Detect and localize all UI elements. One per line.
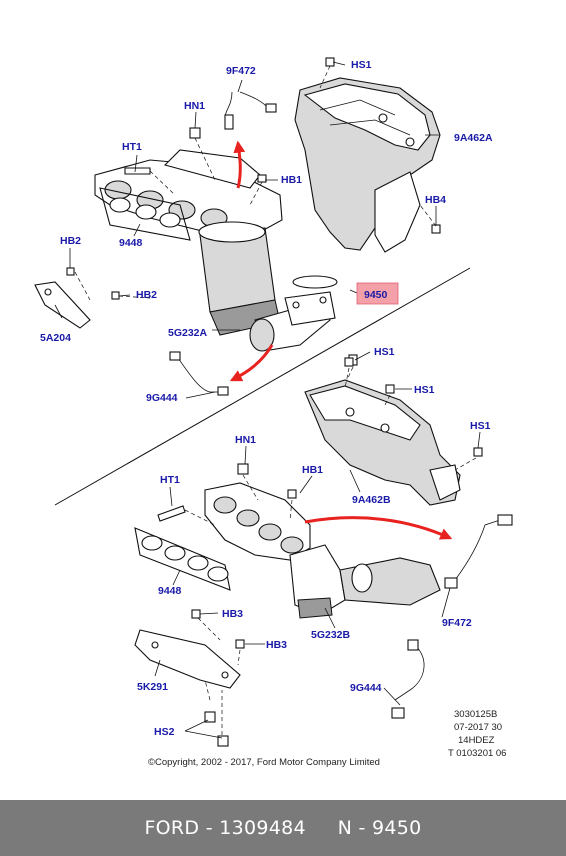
catalytic-converter-upper: [198, 221, 281, 336]
footer-gap: [306, 817, 338, 839]
fasteners-upper: [66, 57, 441, 366]
gasket-lower: [134, 527, 231, 591]
label-hb3: HB3: [266, 639, 287, 651]
exploded-parts-diagram: HS1 9F472 HN1 9A462A HT1 HB1 9448 HB4 HB…: [34, 57, 513, 768]
label-hn1: HN1: [235, 434, 256, 446]
drawing-model: 14HDEZ: [458, 735, 495, 746]
label-ht1: HT1: [160, 474, 180, 486]
label-5g232a: 5G232A: [168, 327, 208, 339]
footer-code: 9450: [371, 817, 422, 839]
highlight-9450: [356, 282, 399, 305]
label-5g232b: 5G232B: [311, 629, 351, 641]
label-9g444: 9G444: [146, 392, 178, 404]
footer-dash: -: [199, 817, 220, 839]
exhaust-manifold-lower: [204, 482, 311, 561]
drawing-ref: T 0103201 06: [448, 748, 506, 759]
heat-shield-upper: [294, 77, 441, 253]
label-hb2: HB2: [60, 235, 81, 247]
label-9448: 9448: [119, 237, 143, 249]
label-hb1: HB1: [302, 464, 323, 476]
oxygen-sensor-upper: [224, 91, 277, 130]
copyright: ©Copyright, 2002 - 2017, Ford Motor Comp…: [148, 757, 380, 768]
label-hs1: HS1: [374, 346, 395, 358]
drawing-date: 07-2017 30: [454, 722, 502, 733]
label-hb2: HB2: [136, 289, 157, 301]
fasteners-lower: [157, 357, 483, 747]
label-9f472: 9F472: [442, 617, 472, 629]
label-9448: 9448: [158, 585, 182, 597]
label-9a462b: 9A462B: [352, 494, 391, 506]
label-hs1: HS1: [414, 384, 435, 396]
label-9g444: 9G444: [350, 682, 382, 694]
section-divider: [54, 267, 471, 506]
catalytic-converter-lower: [289, 544, 441, 619]
label-hs1: HS1: [351, 59, 372, 71]
label-hs2: HS2: [154, 726, 175, 738]
label-hb3: HB3: [222, 608, 243, 620]
oxygen-sensor-rear-lower: [391, 639, 425, 719]
gasket-upper: [99, 187, 191, 241]
label-hb4: HB4: [425, 194, 446, 206]
bracket-upper: [34, 281, 91, 329]
label-hs1: HS1: [470, 420, 491, 432]
bracket-lower: [134, 629, 241, 689]
label-5k291: 5K291: [137, 681, 168, 693]
label-hb1: HB1: [281, 174, 302, 186]
label-9f472: 9F472: [226, 65, 256, 77]
footer-code-prefix: N -: [337, 817, 372, 839]
label-9450: 9450: [364, 289, 388, 301]
oxygen-sensor-rear-upper: [169, 351, 229, 396]
label-5a204: 5A204: [40, 332, 71, 344]
part-number-bar: FORD - 1309484 N - 9450: [0, 800, 566, 856]
heat-shield-lower: [304, 379, 461, 506]
footer-part-number: 1309484: [219, 817, 306, 839]
oxygen-sensor-lower: [444, 514, 513, 589]
label-9a462a: 9A462A: [454, 132, 493, 144]
flange-9450: [284, 275, 338, 326]
drawing-code: 3030125B: [454, 709, 497, 720]
footer-brand: FORD: [144, 817, 200, 839]
label-hn1: HN1: [184, 100, 205, 112]
label-ht1: HT1: [122, 141, 142, 153]
